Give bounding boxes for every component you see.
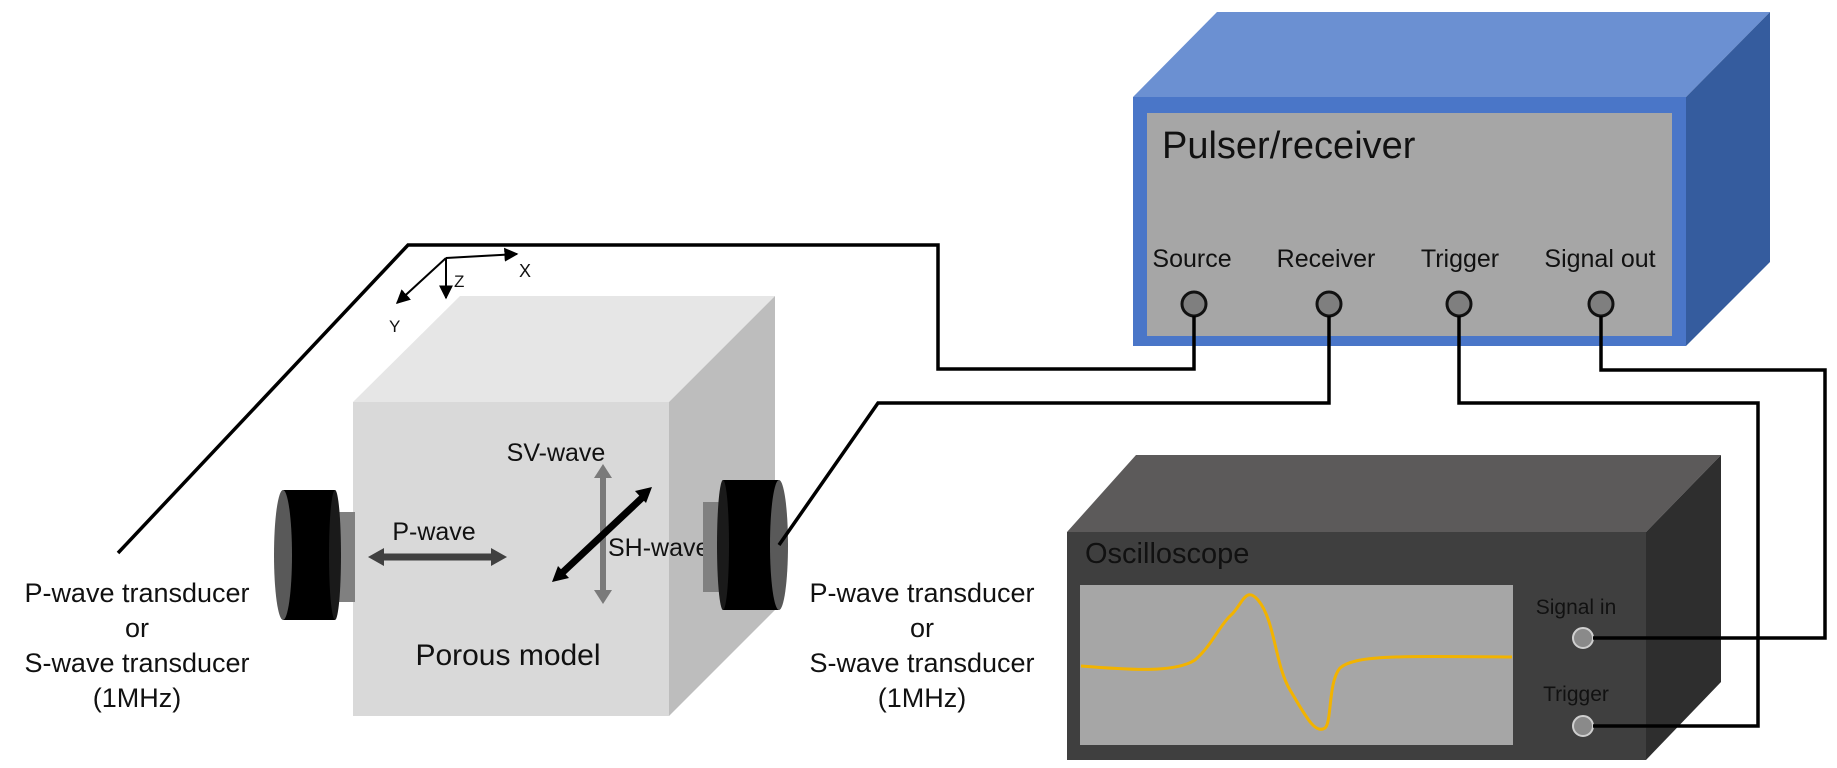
signal-out-cable (1593, 316, 1827, 640)
pulser-top-face (1133, 12, 1770, 97)
coordinate-axes: X Z Y (389, 247, 531, 336)
oscilloscope-box: Oscilloscope Signal in Trigger (1067, 455, 1721, 760)
z-axis-label: Z (454, 272, 464, 291)
right-transducer-label-line2: or (910, 613, 934, 643)
scope-signal-in-port[interactable] (1572, 627, 1594, 649)
p-wave-arrow (368, 548, 507, 566)
port-label-signal-out: Signal out (1544, 245, 1655, 273)
pulser-receiver-box: Pulser/receiver Source Receiver Trigger … (1133, 12, 1770, 346)
left-transducer-label-line4: (1MHz) (93, 683, 182, 713)
scope-top-face (1067, 455, 1721, 532)
port-label-receiver: Receiver (1277, 245, 1376, 273)
porous-model-label: Porous model (415, 639, 600, 672)
right-transducer-label-line4: (1MHz) (878, 683, 967, 713)
left-transducer-label: P-wave transducer or S-wave transducer (… (24, 578, 249, 713)
source-cable (116, 243, 1196, 555)
y-axis-arrow (395, 257, 447, 304)
right-transducer (703, 480, 788, 610)
right-transducer-label-line1: P-wave transducer (809, 578, 1034, 608)
left-transducer-label-line2: or (125, 613, 149, 643)
scope-side-face (1646, 455, 1721, 760)
y-axis-label: Y (389, 317, 400, 336)
scope-title: Oscilloscope (1085, 538, 1249, 570)
left-transducer (274, 490, 355, 620)
scope-screen (1080, 585, 1513, 745)
pulser-front-panel (1147, 113, 1672, 336)
right-transducer-body (723, 480, 779, 610)
scope-waveform (1080, 593, 1513, 731)
receiver-cable (777, 316, 1331, 547)
left-transducer-label-line1: P-wave transducer (24, 578, 249, 608)
right-transducer-label: P-wave transducer or S-wave transducer (… (809, 578, 1034, 713)
sv-wave-label: SV-wave (507, 439, 606, 467)
scope-port-label-trigger: Trigger (1543, 683, 1609, 706)
trigger-cable (1457, 316, 1760, 728)
port-label-source: Source (1152, 245, 1231, 273)
p-wave-label: P-wave (392, 518, 475, 546)
x-axis-label: X (519, 261, 531, 281)
trigger-port[interactable] (1445, 290, 1473, 318)
sh-wave-label: SH-wave (608, 534, 709, 562)
right-transducer-label-line3: S-wave transducer (809, 648, 1034, 678)
cube-top-face (353, 296, 775, 402)
signal-out-port[interactable] (1587, 290, 1615, 318)
port-label-trigger: Trigger (1421, 245, 1499, 273)
left-transducer-label-line3: S-wave transducer (24, 648, 249, 678)
scope-trigger-port[interactable] (1572, 715, 1594, 737)
porous-model-cube: Porous model P-wave SV-wave SH-wave (353, 296, 775, 716)
sh-wave-arrow (552, 487, 652, 582)
x-axis-arrow (445, 247, 519, 262)
left-transducer-face (274, 490, 292, 620)
receiver-port[interactable] (1315, 290, 1343, 318)
cables (116, 243, 1827, 728)
source-port[interactable] (1180, 290, 1208, 318)
pulser-title: Pulser/receiver (1162, 125, 1416, 167)
pulser-side-face (1686, 12, 1770, 346)
scope-port-label-signal-in: Signal in (1536, 596, 1617, 619)
